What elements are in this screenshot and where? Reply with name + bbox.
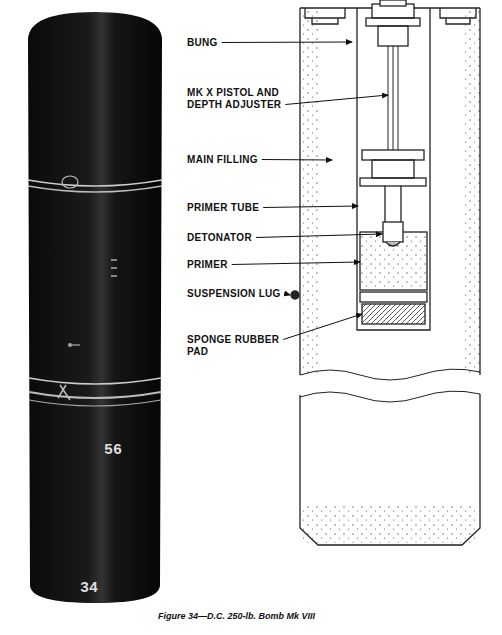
bomb-section: [291, 0, 480, 545]
stencil-mark: 56: [104, 442, 122, 459]
leader-line: [232, 262, 360, 265]
leader-line: [283, 314, 362, 340]
leader-line: [285, 294, 290, 296]
leader-line: [262, 159, 332, 161]
leader-line: [285, 95, 388, 105]
bomb-photo: [28, 12, 162, 603]
part-label: MK X PISTOL AND DEPTH ADJUSTER: [187, 87, 299, 111]
part-label: DETONATOR: [187, 232, 252, 244]
part-label: MAIN FILLING: [187, 154, 258, 166]
part-label: BUNG: [187, 37, 218, 49]
leader-line: [263, 206, 358, 208]
stencil-mark: 34: [80, 580, 98, 597]
figure-caption: Figure 34—D.C. 250-lb. Bomb Mk VIII: [158, 611, 315, 621]
part-label: PRIMER TUBE: [187, 202, 259, 214]
part-label: SPONGE RUBBER PAD: [187, 334, 287, 358]
part-label: PRIMER: [187, 259, 228, 271]
leader-line: [222, 42, 352, 44]
leader-line: [256, 234, 382, 238]
part-label: SUSPENSION LUG: [187, 288, 281, 300]
